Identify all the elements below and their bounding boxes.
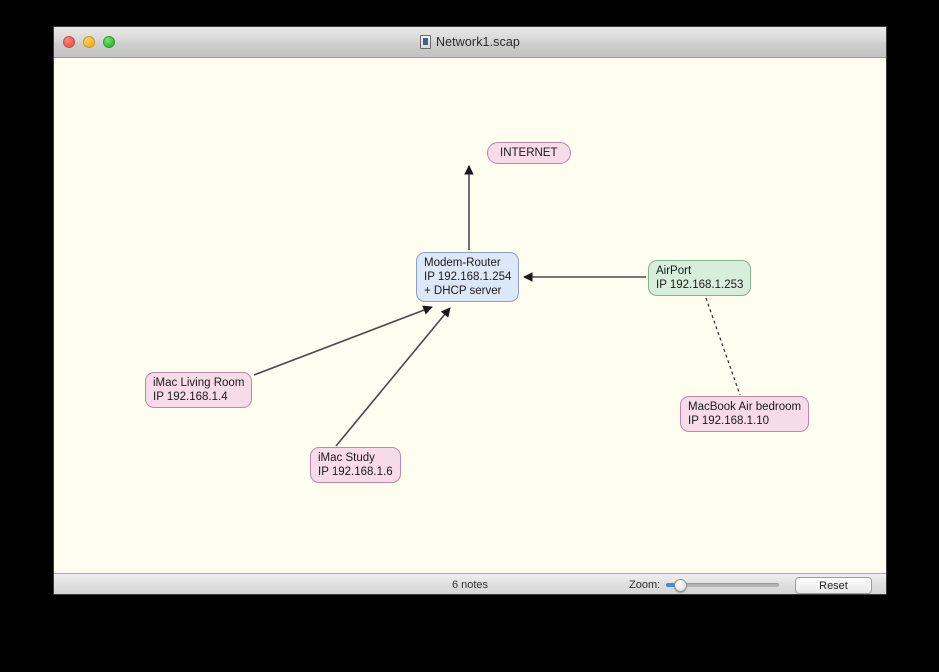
zoom-slider-track[interactable] xyxy=(666,583,780,587)
reset-button[interactable]: Reset xyxy=(795,577,872,594)
minimize-button[interactable] xyxy=(83,36,95,48)
zoom-slider[interactable] xyxy=(666,577,780,593)
notes-count-label: 6 notes xyxy=(451,579,489,591)
edge-imac-study-to-modem-router xyxy=(335,307,451,447)
node-macbook-air-bedroom[interactable]: MacBook Air bedroom IP 192.168.1.10 xyxy=(680,396,810,432)
diagram-edges xyxy=(253,165,741,447)
application-window: Network1.scap xyxy=(54,27,886,594)
node-internet[interactable]: INTERNET xyxy=(487,142,571,164)
node-modem-router[interactable]: Modem-Router IP 192.168.1.254 + DHCP ser… xyxy=(416,252,520,302)
zoom-label: Zoom: xyxy=(629,579,661,591)
zoom-control-group: Zoom: xyxy=(629,574,780,594)
diagram-canvas[interactable]: INTERNET Modem-Router IP 192.168.1.254 +… xyxy=(54,58,886,573)
window-title: Network1.scap xyxy=(436,35,520,49)
document-icon xyxy=(420,35,431,49)
node-imac-study[interactable]: iMac Study IP 192.168.1.6 xyxy=(310,447,401,483)
edge-imac-living-room-to-modem-router xyxy=(253,305,433,376)
title-bar[interactable]: Network1.scap xyxy=(54,27,886,58)
status-bar: 6 notes Zoom: Reset xyxy=(54,573,886,594)
close-button[interactable] xyxy=(63,36,75,48)
zoom-slider-knob[interactable] xyxy=(674,578,688,592)
window-title-group: Network1.scap xyxy=(54,35,886,49)
window-controls xyxy=(63,27,115,57)
node-imac-living-room[interactable]: iMac Living Room IP 192.168.1.4 xyxy=(145,372,253,408)
edge-airport-to-macbook-air xyxy=(705,297,741,396)
maximize-button[interactable] xyxy=(103,36,115,48)
node-airport[interactable]: AirPort IP 192.168.1.253 xyxy=(648,260,752,296)
zoom-slider-fill xyxy=(666,583,681,587)
